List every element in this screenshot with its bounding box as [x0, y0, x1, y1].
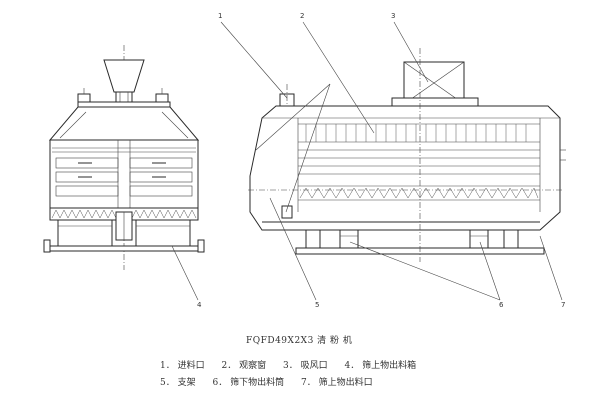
legend-number: 1 [160, 361, 166, 371]
legend-label: 支架 [177, 378, 196, 388]
callout-4: 4 [197, 301, 202, 309]
callout-7: 7 [561, 301, 565, 309]
legend-label: 观察窗 [239, 361, 267, 371]
leader-lines [171, 21, 563, 301]
legend-number: 5 [160, 378, 166, 388]
legend-row: 5． 支架 6． 筛下物出料筒 7． 筛上物出料口 [160, 375, 387, 388]
callout-1: 1 [218, 12, 222, 20]
legend-item: 6． 筛下物出料筒 [212, 378, 285, 388]
callout-3: 3 [391, 12, 395, 20]
legend-item: 1． 进料口 [160, 361, 205, 371]
end-view [43, 45, 205, 270]
legend-label: 筛上物出料箱 [362, 361, 417, 371]
side-view [248, 48, 566, 262]
legend-item: 4． 筛上物出料箱 [344, 361, 417, 371]
legend-item: 2． 观察窗 [221, 361, 267, 371]
drawing-title: FQFD49X2X3 清 粉 机 [246, 336, 353, 346]
legend-label: 筛上物出料口 [318, 378, 373, 388]
legend-label: 筛下物出料筒 [230, 378, 285, 388]
legend-number: 2 [221, 361, 228, 371]
legend-label: 进料口 [177, 361, 205, 371]
legend-number: 4 [344, 361, 351, 371]
legend-item: 5． 支架 [160, 378, 196, 388]
legend-label: 吸风口 [300, 361, 328, 371]
legend-item: 3． 吸风口 [283, 361, 328, 371]
legend-number: 7 [301, 378, 307, 388]
legend-number: 6 [212, 378, 219, 388]
callout-2: 2 [300, 12, 304, 20]
legend-item: 7． 筛上物出料口 [301, 378, 373, 388]
callout-5: 5 [315, 301, 319, 309]
callout-labels: 1 2 3 4 5 6 7 [197, 12, 565, 309]
legend-row: 1． 进料口 2． 观察窗 3． 吸风口 4． 筛上物出料箱 [160, 358, 430, 371]
legend-number: 3 [283, 361, 289, 371]
callout-6: 6 [499, 301, 504, 309]
observation-window-ticks [305, 124, 527, 142]
